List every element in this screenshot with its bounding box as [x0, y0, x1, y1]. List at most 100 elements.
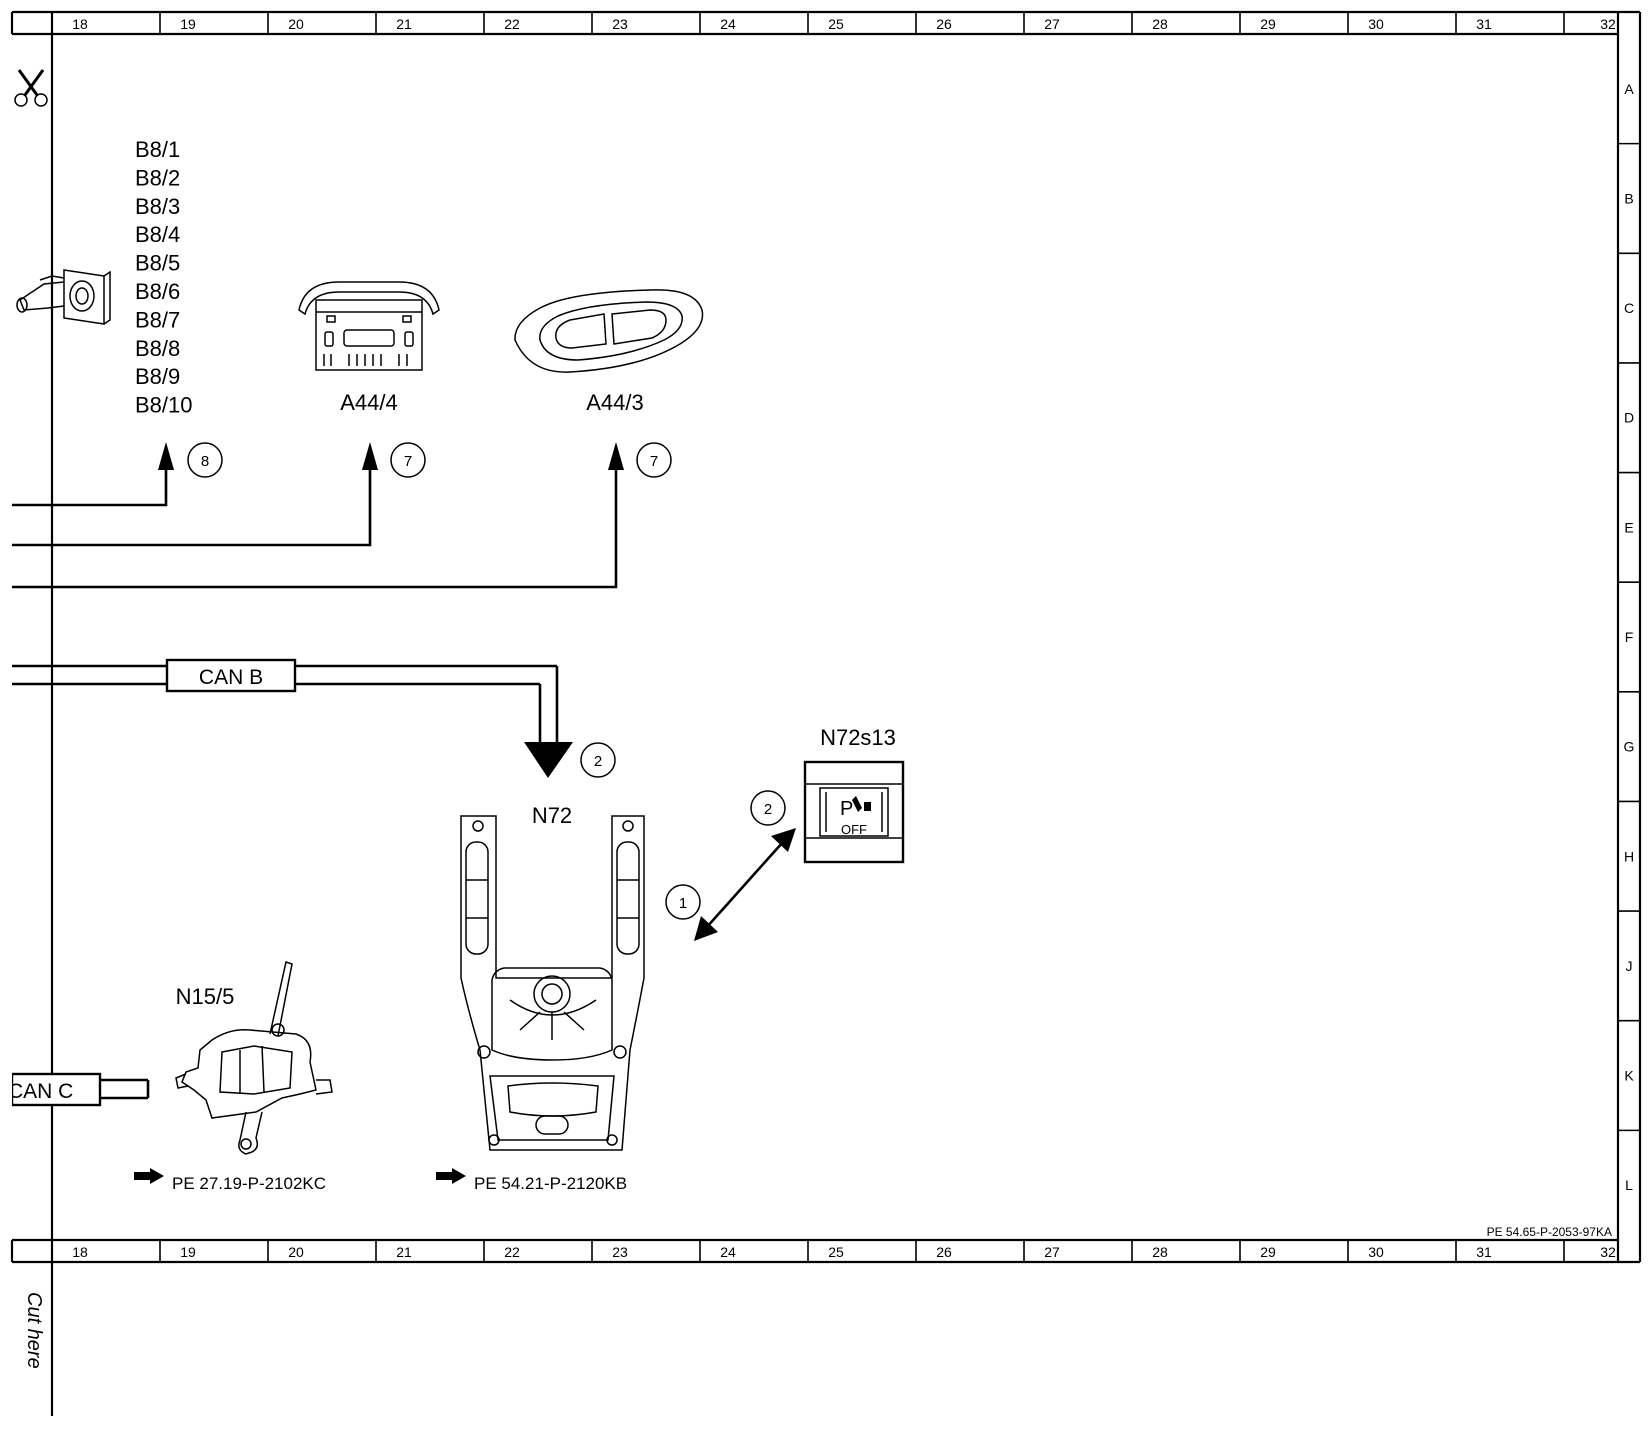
column-number-top: 25	[828, 16, 844, 32]
can-b-ref-marker: 2	[580, 742, 616, 778]
n72-doc-ref-text: PE 54.21-P-2120KB	[474, 1174, 627, 1193]
column-number-bottom: 23	[612, 1244, 628, 1260]
b8-sensor-label: B8/10	[135, 393, 193, 418]
column-number-top: 32	[1600, 16, 1616, 32]
can-b-bus	[12, 658, 559, 745]
column-number-bottom: 21	[396, 1244, 412, 1260]
n72s13-p-symbol: P	[840, 798, 853, 820]
can-b-label: CAN B	[199, 666, 263, 689]
a44-3-ref-marker: 7	[636, 442, 672, 478]
a44-3-ref-number: 7	[650, 453, 658, 470]
n72-doc-reference: PE 54.21-P-2120KB	[436, 1168, 627, 1193]
row-letter: K	[1624, 1068, 1634, 1084]
b8-sensor-label: B8/9	[135, 364, 180, 389]
row-letter: D	[1624, 410, 1634, 426]
column-number-top: 30	[1368, 16, 1384, 32]
a44-4-label: A44/4	[340, 390, 398, 415]
cut-here-note: Cut here	[23, 1292, 45, 1369]
row-grid: A B C D E F G H J K L	[1618, 81, 1640, 1193]
row-letter: L	[1625, 1177, 1633, 1193]
column-number-top: 18	[72, 16, 88, 32]
parking-sensor-icon	[852, 796, 871, 812]
column-number-top: 23	[612, 16, 628, 32]
row-letter: F	[1625, 629, 1634, 645]
link-ref-marker-1: 1	[665, 884, 701, 920]
n72s13-switch-drawing	[803, 760, 905, 864]
a44-3-wire	[12, 470, 618, 589]
a44-4-wire	[12, 470, 372, 547]
link-arrow-end-icon	[771, 828, 796, 852]
a44-4-ref-marker: 7	[390, 442, 426, 478]
column-number-bottom: 18	[72, 1244, 88, 1260]
link-ref-number-2: 2	[764, 801, 772, 818]
row-letter: J	[1626, 958, 1633, 974]
reference-pointer-icon	[436, 1168, 466, 1184]
column-number-top: 28	[1152, 16, 1168, 32]
column-number-top: 24	[720, 16, 736, 32]
n15-5-selector-drawing	[175, 961, 333, 1155]
sheet-frame	[10, 10, 1642, 1416]
reference-pointer-icon	[134, 1168, 164, 1184]
b8-sensor-label: B8/2	[135, 165, 180, 190]
can-c-bus	[10, 1072, 150, 1107]
a44-4-module-drawing	[298, 281, 440, 371]
column-number-bottom: 26	[936, 1244, 952, 1260]
b8-ref-number: 8	[201, 453, 209, 470]
b8-sensor-label: B8/7	[135, 307, 180, 332]
n15-5-doc-ref-text: PE 27.19-P-2102KC	[172, 1174, 326, 1193]
n72s13-off-text: OFF	[841, 822, 867, 837]
row-letter: A	[1624, 81, 1634, 97]
column-number-top: 31	[1476, 16, 1492, 32]
row-letter: H	[1624, 848, 1634, 864]
column-number-bottom: 27	[1044, 1244, 1060, 1260]
column-number-bottom: 28	[1152, 1244, 1168, 1260]
b8-sensor-label: B8/8	[135, 336, 180, 361]
column-number-bottom: 25	[828, 1244, 844, 1260]
a44-3-label: A44/3	[586, 390, 644, 415]
can-c-label: CAN C	[8, 1080, 73, 1103]
column-number-bottom: 31	[1476, 1244, 1492, 1260]
n15-5-doc-reference: PE 27.19-P-2102KC	[134, 1168, 326, 1193]
link-arrow-start-icon	[694, 916, 718, 941]
column-number-bottom: 19	[180, 1244, 196, 1260]
b8-ref-marker: 8	[187, 442, 223, 478]
can-b-arrow-icon	[524, 742, 573, 778]
n15-5-label: N15/5	[176, 984, 235, 1009]
b8-sensor-label: B8/4	[135, 222, 180, 247]
row-letter: C	[1624, 300, 1634, 316]
column-number-top: 22	[504, 16, 520, 32]
b8-sensor-labels: B8/1B8/2B8/3B8/4B8/5B8/6B8/7B8/8B8/9B8/1…	[135, 137, 193, 418]
a44-4-ref-number: 7	[404, 453, 412, 470]
row-letter: E	[1624, 519, 1633, 535]
a44-3-switch-drawing	[514, 289, 704, 373]
b8-sensor-label: B8/3	[135, 194, 180, 219]
column-grid: 1818191920202121222223232424252526262727…	[72, 12, 1616, 1262]
n72-label: N72	[532, 803, 572, 828]
column-number-top: 26	[936, 16, 952, 32]
n72s13-label: N72s13	[820, 725, 896, 750]
column-number-bottom: 29	[1260, 1244, 1276, 1260]
a44-4-arrow-icon	[362, 442, 378, 470]
a44-3-arrow-icon	[608, 442, 624, 470]
link-ref-number-1: 1	[679, 895, 687, 912]
column-number-top: 21	[396, 16, 412, 32]
column-number-top: 27	[1044, 16, 1060, 32]
column-number-bottom: 32	[1600, 1244, 1616, 1260]
b8-sensor-label: B8/5	[135, 251, 180, 276]
link-ref-marker-2: 2	[750, 790, 786, 826]
row-letter: B	[1624, 190, 1633, 206]
n72-control-panel-drawing	[460, 815, 645, 1151]
b8-sensor-label: B8/1	[135, 137, 180, 162]
column-number-top: 19	[180, 16, 196, 32]
b8-wire	[12, 470, 168, 507]
sheet-code: PE 54.65-P-2053-97KA	[1487, 1225, 1612, 1239]
column-number-top: 29	[1260, 16, 1276, 32]
b8-sensor-drawing	[16, 269, 111, 325]
b8-sensor-label: B8/6	[135, 279, 180, 304]
column-number-top: 20	[288, 16, 304, 32]
row-letter: G	[1624, 739, 1635, 755]
column-number-bottom: 22	[504, 1244, 520, 1260]
b8-arrow-icon	[158, 442, 174, 470]
column-number-bottom: 24	[720, 1244, 736, 1260]
